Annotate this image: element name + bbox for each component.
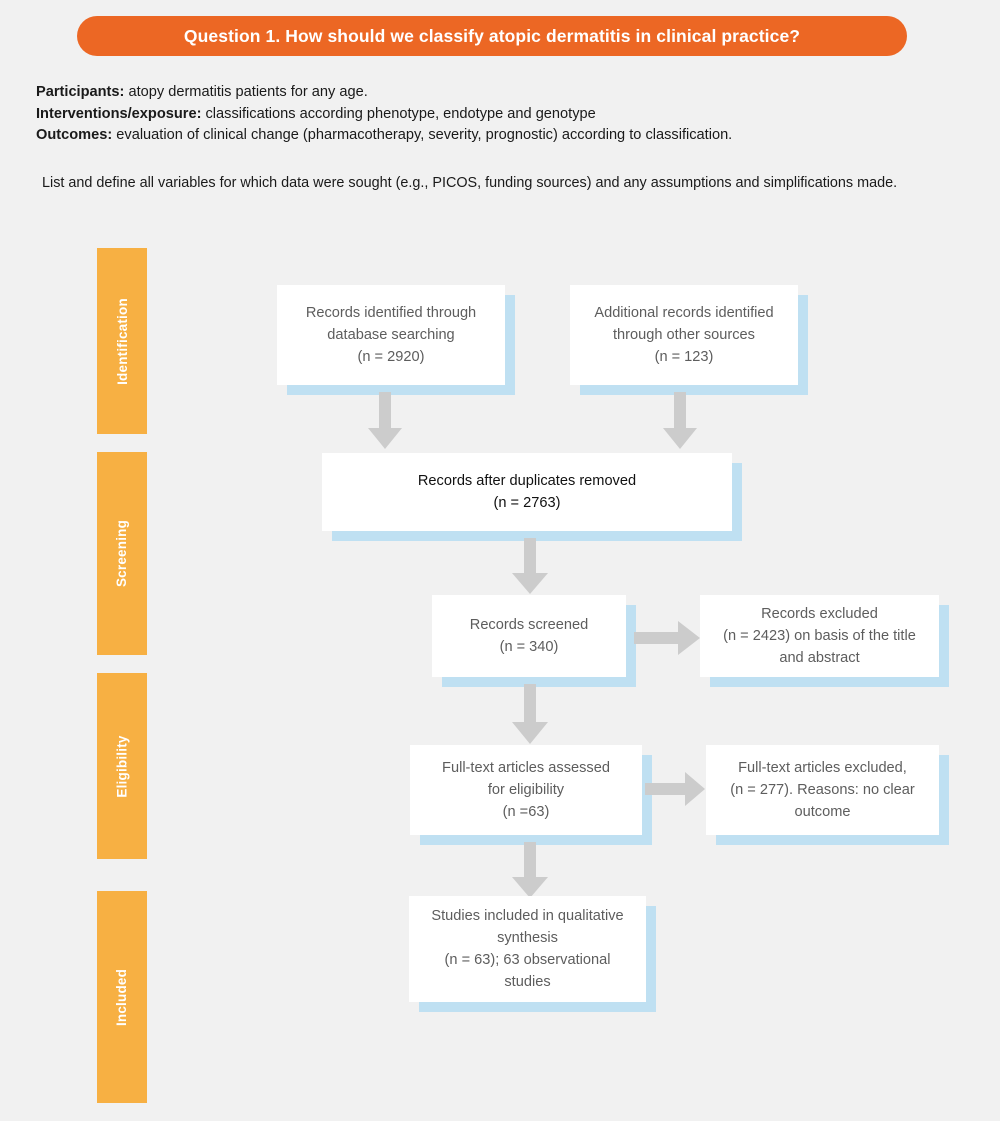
box-count: (n =63): [502, 804, 550, 820]
box-count: (n = 340): [499, 639, 559, 655]
arrow-screened-to-excluded-icon: [634, 621, 700, 655]
flow-box-records-excluded: Records excluded (n = 2423) on basis of …: [700, 595, 949, 687]
picos-outcomes-row: Outcomes: evaluation of clinical change …: [36, 125, 976, 147]
picos-participants-text: atopy dermatitis patients for any age.: [124, 84, 368, 100]
picos-participants-label: Participants:: [36, 84, 125, 100]
picos-outcomes-text: evaluation of clinical change (pharmacot…: [112, 127, 733, 143]
flow-box-records-screened: Records screened (n = 340): [432, 595, 636, 687]
box-line: and abstract: [779, 650, 860, 666]
arrow-fulltext-to-excluded-icon: [645, 772, 705, 806]
box-line: Studies included in qualitative: [431, 908, 624, 924]
box-line: Additional records identified: [594, 305, 774, 321]
flow-box-additional-records-other-sources: Additional records identified through ot…: [570, 285, 808, 395]
box-line: studies: [504, 974, 551, 990]
picos-participants-row: Participants: atopy dermatitis patients …: [36, 82, 976, 104]
arrow-dedup-to-screened-icon: [512, 538, 548, 594]
stage-label-eligibility: Eligibility: [114, 734, 130, 798]
box-line: Full-text articles excluded,: [738, 760, 907, 776]
box-line: outcome: [794, 804, 851, 820]
stage-bar-included: Included: [97, 891, 147, 1103]
picos-outcomes-label: Outcomes:: [36, 127, 113, 143]
box-line: Records after duplicates removed: [417, 473, 637, 489]
variables-note: List and define all variables for which …: [42, 175, 898, 191]
stage-bar-eligibility: Eligibility: [97, 673, 147, 859]
flow-box-records-after-duplicates-removed: Records after duplicates removed (n = 27…: [322, 453, 742, 541]
picos-summary: Participants: atopy dermatitis patients …: [36, 82, 976, 147]
picos-interventions-label: Interventions/exposure:: [36, 105, 202, 122]
stage-label-included: Included: [114, 968, 130, 1026]
box-line: Records excluded: [761, 606, 878, 622]
box-line: database searching: [327, 327, 455, 343]
picos-interventions-text: classifications according phenotype, end…: [201, 105, 596, 122]
stage-label-screening: Screening: [114, 519, 130, 588]
arrow-screened-to-fulltext-icon: [512, 684, 548, 744]
box-line: through other sources: [613, 327, 755, 343]
flow-box-studies-included: Studies included in qualitative synthesi…: [409, 896, 656, 1012]
arrow-fulltext-to-included-icon: [512, 842, 548, 898]
flow-box-records-identified-database: Records identified through database sear…: [277, 285, 515, 395]
page-title: Question 1. How should we classify atopi…: [183, 25, 801, 46]
box-line: synthesis: [497, 930, 558, 946]
box-count: (n = 277). Reasons: no clear: [730, 782, 915, 798]
picos-interventions-row: Interventions/exposure: classifications …: [36, 104, 976, 126]
box-count: (n = 2763): [493, 495, 561, 511]
stage-bar-identification: Identification: [97, 248, 147, 434]
flow-box-fulltext-assessed: Full-text articles assessed for eligibil…: [410, 745, 652, 845]
flow-box-fulltext-excluded: Full-text articles excluded, (n = 277). …: [706, 745, 949, 845]
box-count: (n = 2423) on basis of the title: [723, 628, 916, 644]
stage-bar-screening: Screening: [97, 452, 147, 655]
box-count: (n = 123): [654, 349, 714, 365]
box-line: Records screened: [469, 617, 589, 633]
question-banner: Question 1. How should we classify atopi…: [77, 16, 907, 56]
stage-label-identification: Identification: [114, 297, 130, 385]
box-count: (n = 63); 63 observational: [444, 952, 611, 968]
box-line: Full-text articles assessed: [442, 760, 610, 776]
box-count: (n = 2920): [357, 349, 425, 365]
box-line: Records identified through: [305, 305, 477, 321]
arrow-database-to-dedup-icon: [368, 392, 402, 449]
box-line: for eligibility: [487, 782, 565, 798]
arrow-other-sources-to-dedup-icon: [663, 392, 697, 449]
